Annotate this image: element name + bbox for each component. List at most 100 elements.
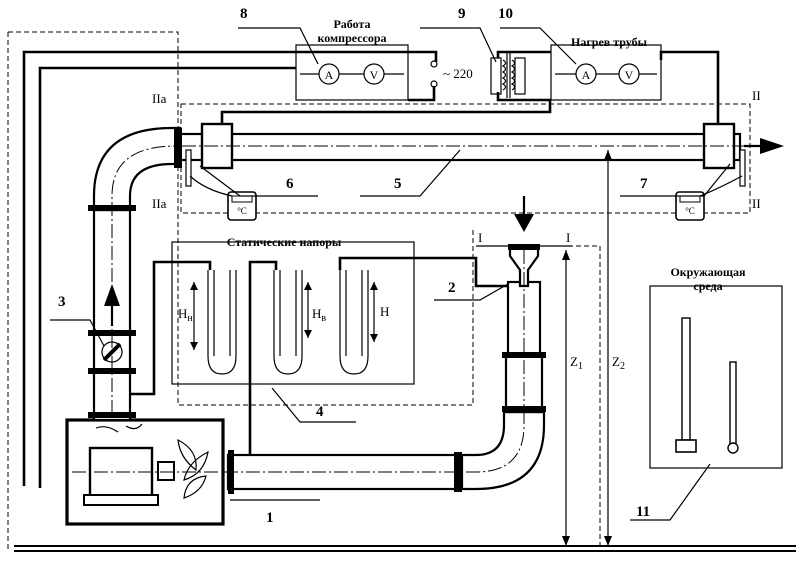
flange-IIa <box>174 128 182 168</box>
h-label: H <box>380 304 389 319</box>
label-4: 4 <box>316 404 324 420</box>
supply-voltage: ~ 220 <box>443 66 473 81</box>
thermocouple-lead <box>189 175 233 197</box>
static-heads-panel <box>171 241 415 385</box>
leader-4 <box>271 387 356 423</box>
section-II-bottom: II <box>752 196 761 211</box>
manometer-tap-3 <box>338 256 508 288</box>
thermometer-right-unit: °C <box>685 206 695 216</box>
thermometer-left-unit: °C <box>237 206 247 216</box>
heated-pipe <box>178 132 742 162</box>
heating-voltmeter: V <box>618 63 640 85</box>
compressor-housing <box>65 418 225 526</box>
heating-ammeter: A <box>575 63 597 85</box>
label-5: 5 <box>394 176 402 192</box>
hn-label: Hн <box>178 306 193 324</box>
thermometer-left: °C <box>227 191 257 221</box>
compressor-voltmeter-label: V <box>370 68 379 82</box>
label-2: 2 <box>448 280 456 296</box>
heating-voltmeter-label: V <box>625 68 634 82</box>
compressor-motor <box>88 446 154 500</box>
leader-7 <box>620 163 731 197</box>
label-3: 3 <box>58 294 66 310</box>
heating-wire-left <box>220 100 552 124</box>
heating-wire-right <box>659 50 720 124</box>
thermometer-ambient <box>727 361 739 454</box>
measurement-boundary <box>8 31 474 406</box>
elbow-bottom-right <box>460 410 546 491</box>
compressor-return-wire <box>408 86 436 102</box>
label-1: 1 <box>266 510 274 526</box>
flow-arrow-up <box>104 284 120 306</box>
compressor-ammeter: A <box>318 63 340 85</box>
throttle-valve <box>101 341 123 363</box>
environment-title-2: среда <box>693 279 722 293</box>
inlet-arrow <box>514 214 534 232</box>
flange <box>88 412 136 418</box>
section-IIa-top: IIa <box>152 91 167 106</box>
z1-label: Z1 <box>570 354 583 372</box>
outlet-arrow <box>760 138 784 154</box>
compressor-panel-title-2: компрессора <box>317 31 386 45</box>
z2-label: Z2 <box>612 354 625 372</box>
inlet-flange <box>508 244 540 250</box>
leader-2 <box>434 283 509 301</box>
heating-panel-title: Нагрев трубы <box>571 35 648 49</box>
leader-8 <box>238 27 319 65</box>
barometer <box>675 317 697 453</box>
static-heads-title: Статические напоры <box>227 235 342 249</box>
manometer-2 <box>273 270 303 375</box>
supply-terminal <box>430 60 438 68</box>
flange <box>88 205 136 211</box>
thermocouple-IIa <box>185 149 192 187</box>
environment-panel <box>649 285 783 469</box>
label-10: 10 <box>498 6 513 22</box>
flange <box>88 330 136 336</box>
label-11: 11 <box>636 504 650 520</box>
label-6: 6 <box>286 176 294 192</box>
compressor-panel-title-1: Работа <box>333 17 370 31</box>
flange <box>88 368 136 374</box>
motor-base <box>83 494 159 506</box>
section-I-right: I <box>566 230 570 245</box>
thermometer-right: °C <box>675 191 705 221</box>
autotransformer <box>490 52 526 98</box>
manometer-tap-2 <box>248 260 278 455</box>
section-IIa-bottom: IIa <box>152 196 167 211</box>
manometer-tap-1 <box>130 260 212 396</box>
label-7: 7 <box>640 176 648 192</box>
compressor-impeller <box>95 423 209 499</box>
manometer-3 <box>339 270 369 375</box>
compressor-panel <box>295 44 409 101</box>
leader-11 <box>630 463 711 521</box>
compressor-voltmeter: V <box>363 63 385 85</box>
transformer-wire <box>496 92 551 102</box>
thermocouple-lead <box>699 175 743 197</box>
leader-6 <box>199 165 318 197</box>
leader-9 <box>420 27 497 63</box>
label-8: 8 <box>240 6 248 22</box>
inlet-boundary <box>560 245 601 548</box>
transformer-wire <box>496 50 551 58</box>
leader-5 <box>360 149 461 197</box>
vertical-pipe-axis <box>111 145 177 414</box>
label-9: 9 <box>458 6 466 22</box>
leader-3 <box>50 319 105 347</box>
manometer-1 <box>207 270 237 375</box>
elbow-top-left <box>92 126 182 212</box>
thermocouple-II <box>739 149 746 187</box>
leader-10 <box>500 27 577 65</box>
section-II-top: II <box>752 88 761 103</box>
motor-coupling <box>157 461 175 481</box>
heated-pipe-boundary <box>180 103 751 214</box>
environment-title-1: Окружающая <box>670 265 746 279</box>
delivery-pipe-axis <box>224 410 525 473</box>
compressor-power-wire <box>22 50 438 486</box>
compressor-power-wire <box>38 66 296 488</box>
section-I-left: I <box>478 230 482 245</box>
heating-ammeter-label: A <box>582 68 591 82</box>
hv-label: Hв <box>312 306 326 324</box>
heating-panel <box>550 44 662 101</box>
compressor-ammeter-label: A <box>325 68 334 82</box>
